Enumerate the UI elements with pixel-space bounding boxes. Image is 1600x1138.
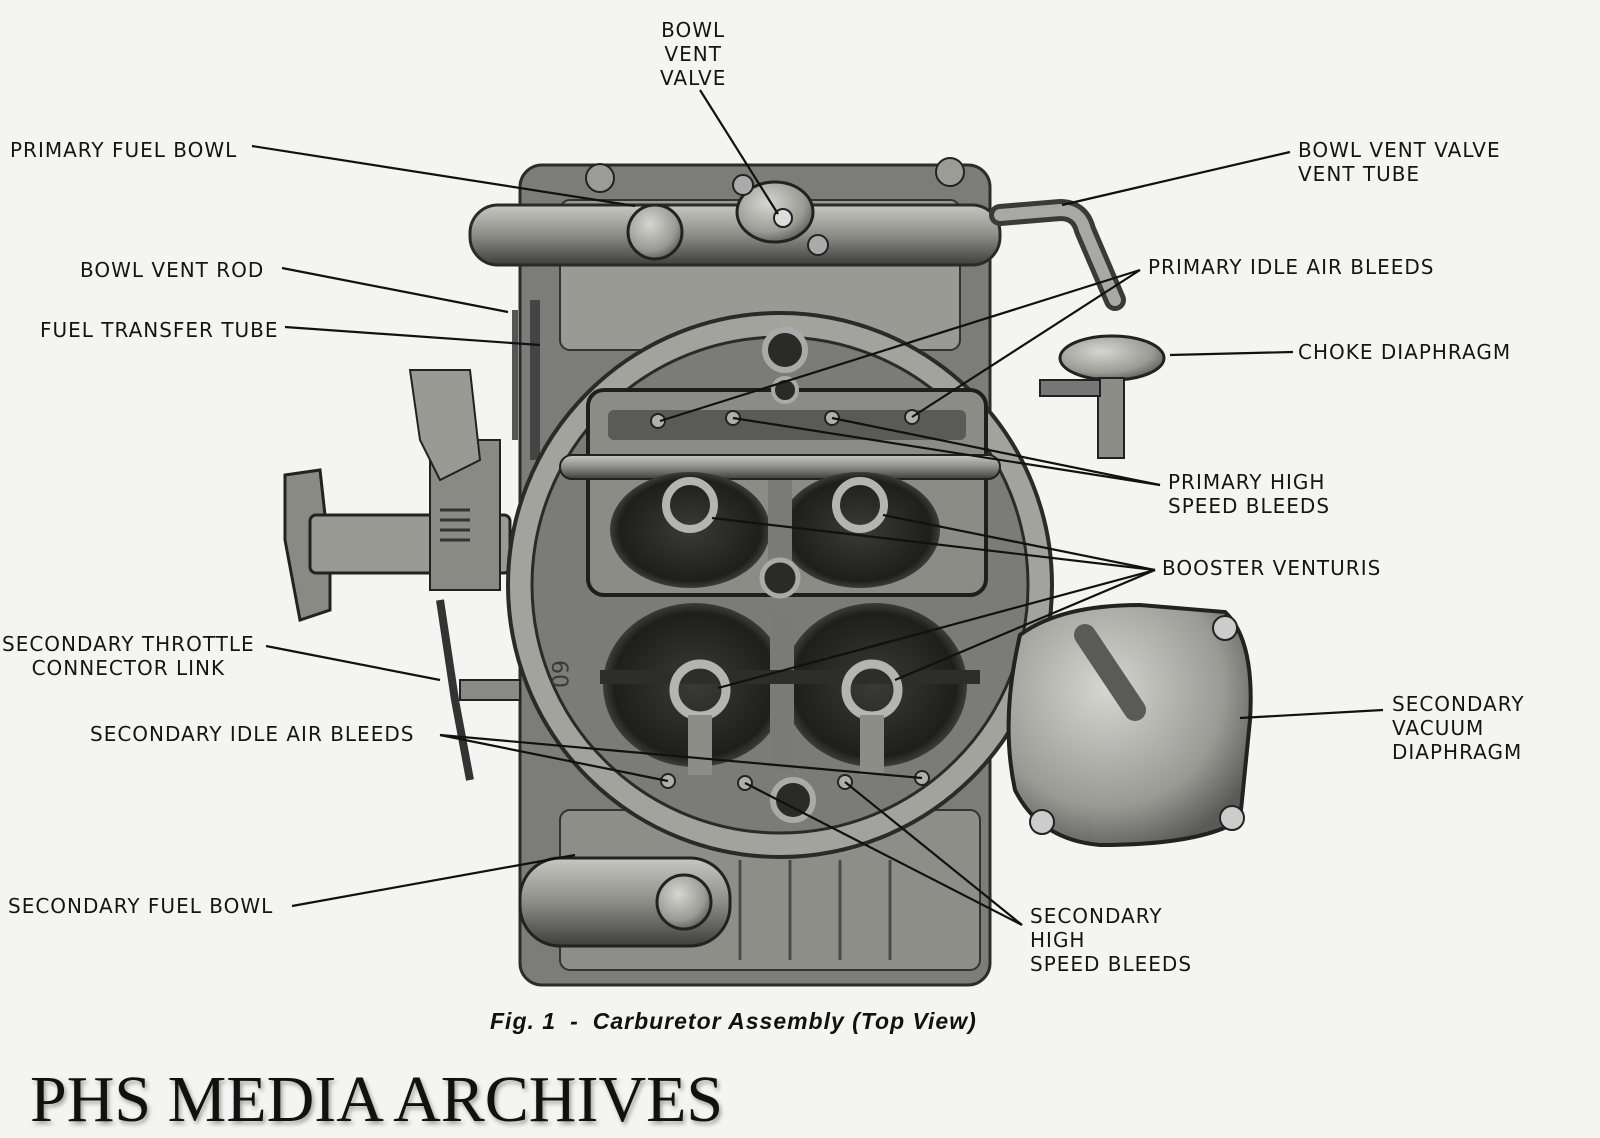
vent-tube-shape (989, 198, 1126, 311)
label-primary-high-speed-bleeds: PRIMARY HIGH SPEED BLEEDS (1168, 470, 1331, 518)
throttle-linkage-shape (283, 300, 540, 781)
label-fuel-transfer-tube: FUEL TRANSFER TUBE (40, 318, 279, 342)
label-secondary-fuel-bowl: SECONDARY FUEL BOWL (8, 894, 274, 918)
label-secondary-vacuum-diaphragm: SECONDARY VACUUM DIAPHRAGM (1392, 692, 1525, 764)
figure-caption: Fig. 1-Carburetor Assembly (Top View) (490, 1008, 991, 1035)
label-secondary-idle-air-bleeds: SECONDARY IDLE AIR BLEEDS (90, 722, 415, 746)
figure-number: Fig. 1 (490, 1008, 557, 1034)
bowl-vent-valve-shape (732, 174, 829, 256)
caption-dash: - (570, 1008, 579, 1034)
label-choke-diaphragm: CHOKE DIAPHRAGM (1298, 340, 1512, 364)
label-booster-venturis: BOOSTER VENTURIS (1162, 556, 1382, 580)
casting-mark: 60 (546, 660, 571, 688)
label-bowl-vent-valve: BOWL VENT VALVE (660, 18, 727, 90)
figure-title: Carburetor Assembly (Top View) (592, 1008, 977, 1034)
label-primary-fuel-bowl: PRIMARY FUEL BOWL (10, 138, 238, 162)
choke-diaphragm-shape (1039, 334, 1166, 459)
secondary-venturi-section (600, 603, 980, 823)
secondary-vacuum-diaphragm-shape (1006, 602, 1253, 848)
label-bowl-vent-valve-vent-tube: BOWL VENT VALVE VENT TUBE (1298, 138, 1501, 186)
label-secondary-throttle-connector-link: SECONDARY THROTTLE CONNECTOR LINK (2, 632, 255, 680)
label-secondary-high-speed-bleeds: SECONDARY HIGH SPEED BLEEDS (1030, 904, 1193, 976)
label-bowl-vent-rod: BOWL VENT ROD (80, 258, 265, 282)
primary-fuel-bowl-shape (468, 157, 1002, 267)
label-primary-idle-air-bleeds: PRIMARY IDLE AIR BLEEDS (1148, 255, 1435, 279)
secondary-fuel-bowl-shape (518, 856, 732, 948)
archive-watermark: PHS MEDIA ARCHIVES (30, 1063, 724, 1136)
leader-lines (251, 89, 1384, 926)
